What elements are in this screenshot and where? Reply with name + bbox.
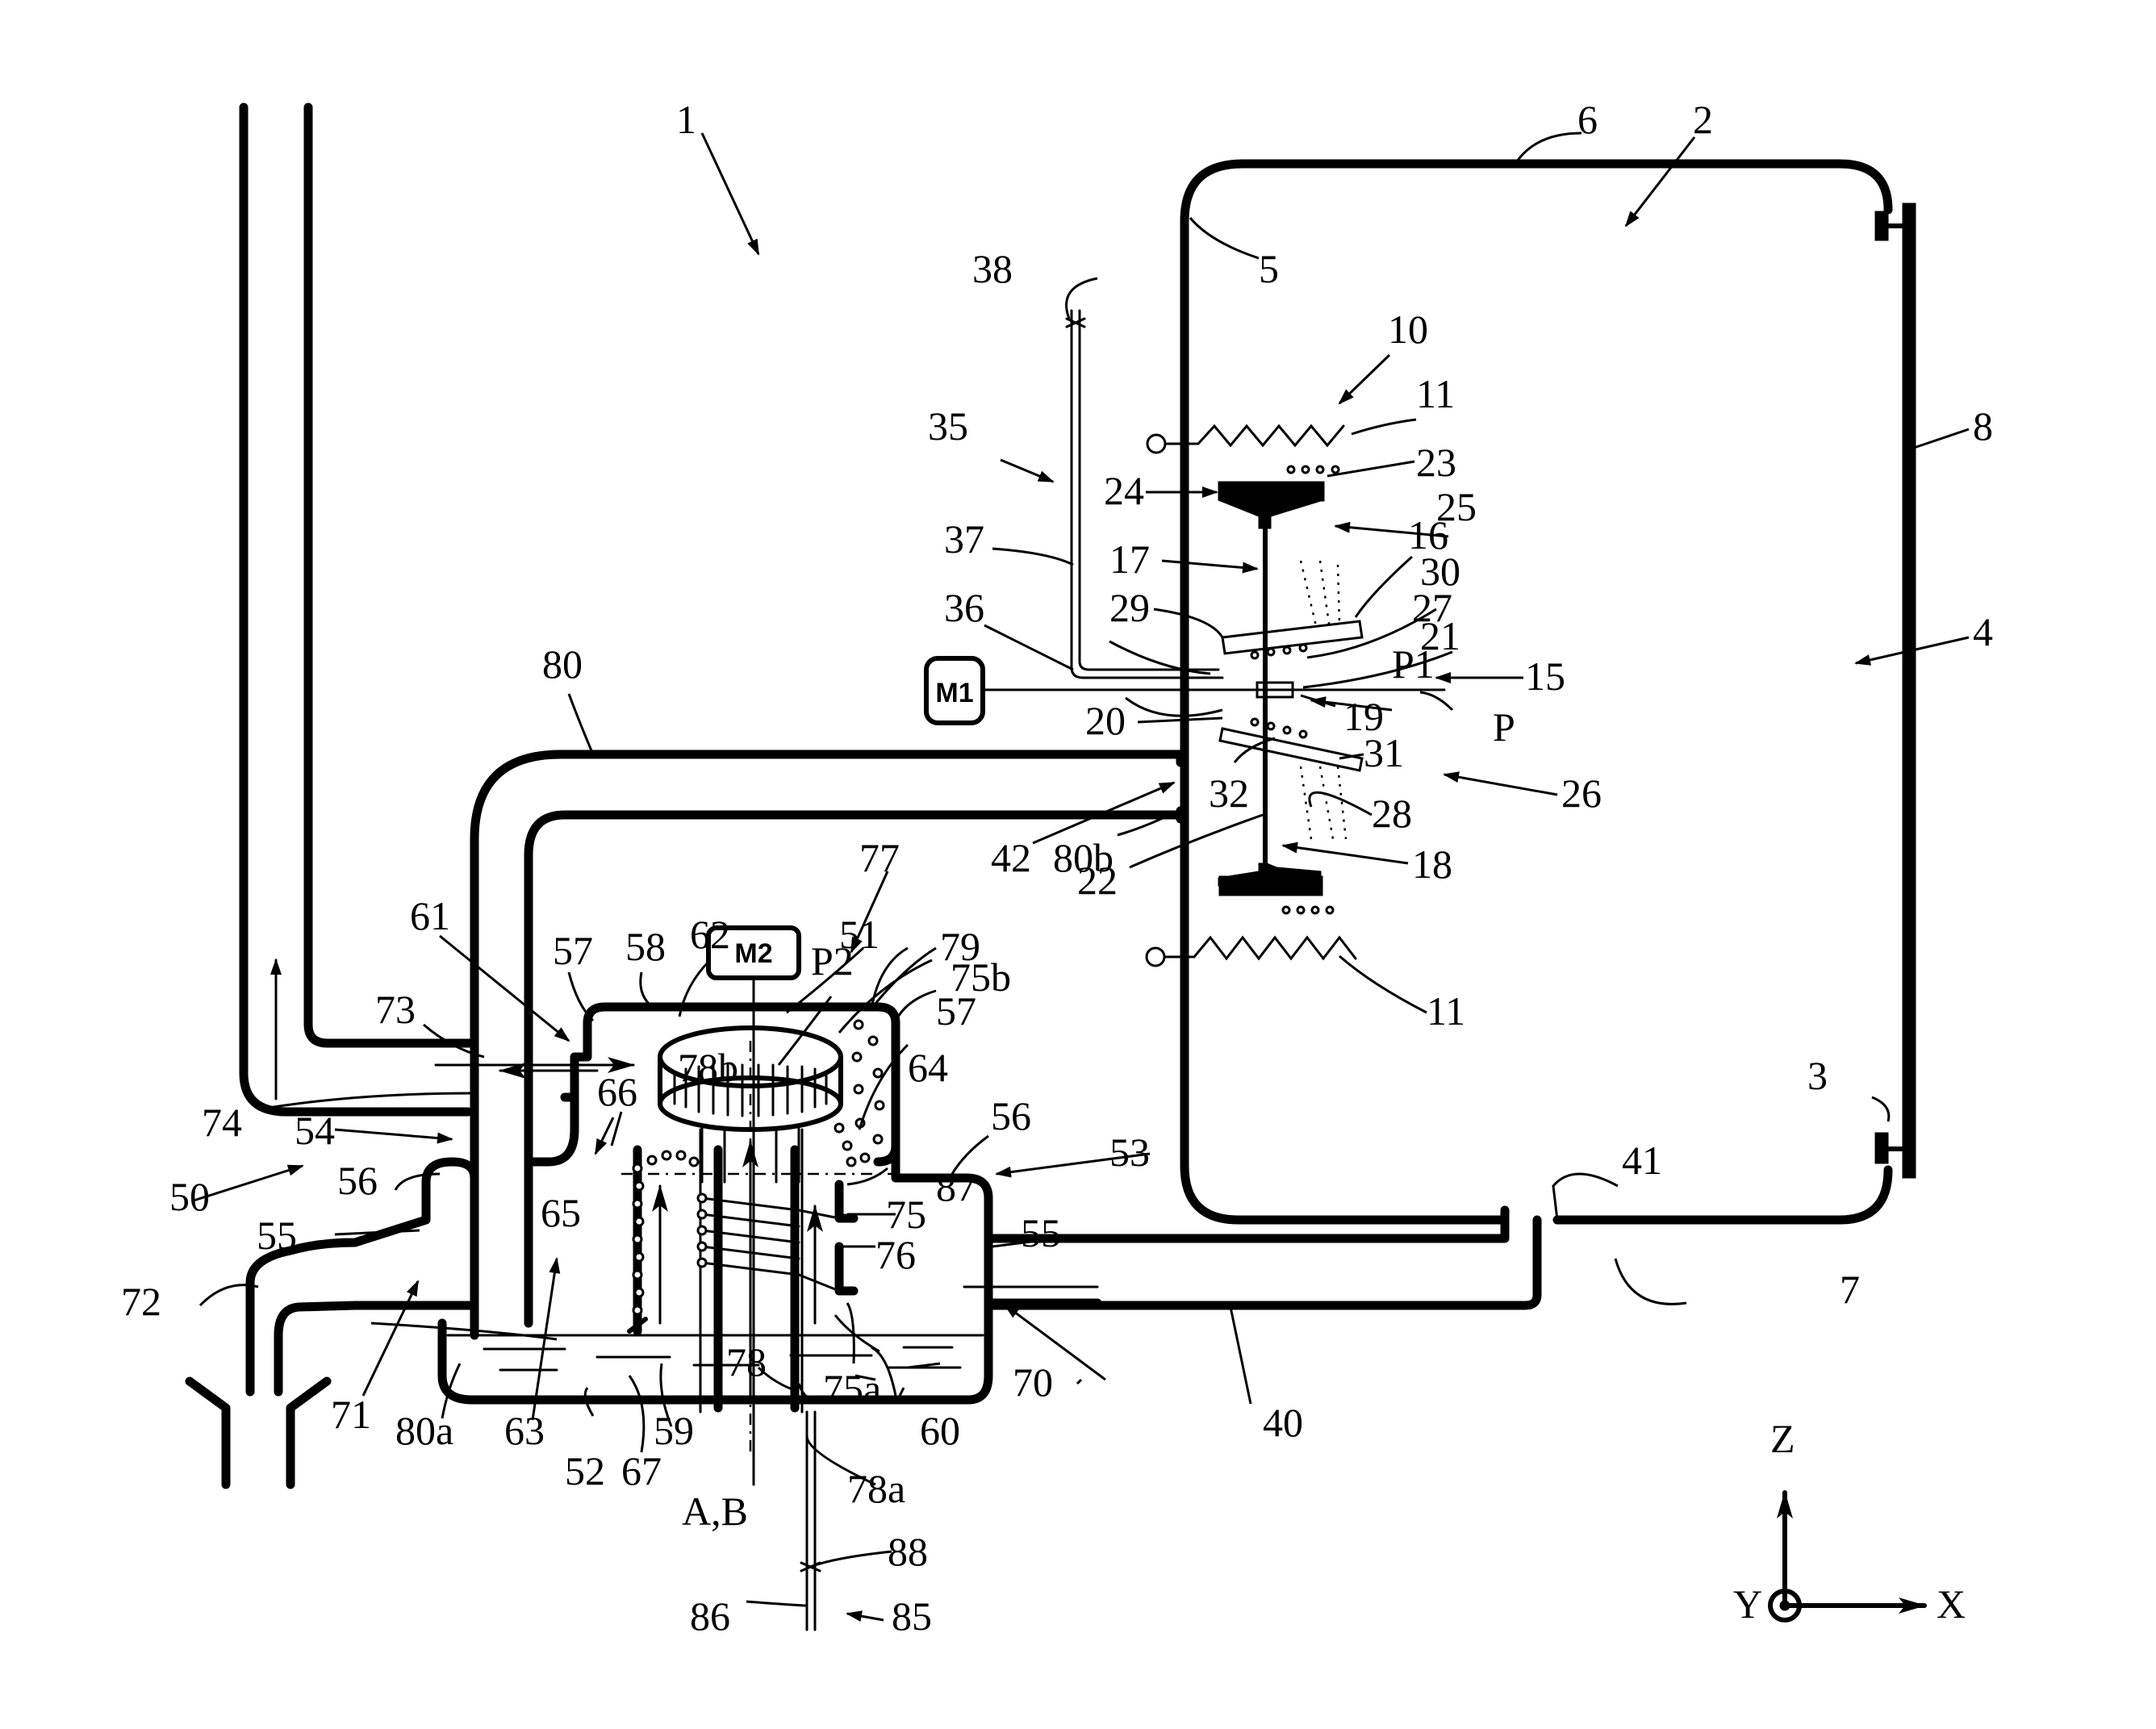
label-41: 41 bbox=[1622, 1138, 1662, 1183]
label-73: 73 bbox=[375, 987, 416, 1032]
label-7: 7 bbox=[1840, 1267, 1860, 1312]
label-78a: 78a bbox=[847, 1466, 905, 1511]
label-86: 86 bbox=[690, 1593, 730, 1639]
label-8: 8 bbox=[1973, 403, 1993, 449]
label-31: 31 bbox=[1364, 730, 1404, 775]
label-58: 58 bbox=[625, 924, 666, 969]
label-75: 75 bbox=[886, 1192, 926, 1237]
label-75a: 75a bbox=[823, 1366, 881, 1411]
label-80a: 80a bbox=[395, 1408, 453, 1453]
label-85: 85 bbox=[892, 1593, 932, 1639]
label-37: 37 bbox=[944, 516, 984, 562]
label-2: 2 bbox=[1693, 97, 1713, 142]
label-AB: A,B bbox=[682, 1489, 748, 1534]
label-18: 18 bbox=[1412, 842, 1452, 887]
label-63: 63 bbox=[504, 1408, 545, 1453]
label-1: 1 bbox=[676, 97, 696, 142]
label-28: 28 bbox=[1372, 791, 1412, 836]
label-59: 59 bbox=[654, 1408, 694, 1453]
label-65: 65 bbox=[541, 1190, 581, 1235]
axis-x-label: X bbox=[1937, 1581, 1966, 1627]
label-42: 42 bbox=[991, 835, 1031, 880]
label-5: 5 bbox=[1259, 246, 1279, 291]
label-55-right: 55 bbox=[1021, 1210, 1061, 1255]
label-P2: P2 bbox=[811, 938, 854, 984]
label-53: 53 bbox=[1109, 1130, 1150, 1175]
label-30: 30 bbox=[1420, 549, 1460, 594]
label-4: 4 bbox=[1973, 609, 1993, 654]
label-17: 17 bbox=[1109, 537, 1150, 582]
label-24: 24 bbox=[1104, 468, 1144, 513]
label-79: 79 bbox=[940, 924, 980, 969]
label-32: 32 bbox=[1209, 771, 1249, 816]
label-80b: 80b bbox=[1053, 835, 1114, 880]
m2-label: M2 bbox=[734, 938, 772, 969]
label-11-upper: 11 bbox=[1416, 371, 1455, 416]
label-74: 74 bbox=[202, 1100, 242, 1145]
label-6: 6 bbox=[1577, 97, 1598, 142]
label-66: 66 bbox=[597, 1069, 637, 1114]
reference-labels: 1 2 3 4 5 6 7 8 10 11 11 15 16 17 18 19 … bbox=[121, 97, 1993, 1639]
label-3: 3 bbox=[1807, 1053, 1828, 1098]
label-78b: 78b bbox=[678, 1045, 738, 1090]
label-54: 54 bbox=[295, 1108, 335, 1153]
label-52: 52 bbox=[565, 1448, 605, 1493]
label-78: 78 bbox=[726, 1339, 767, 1384]
label-87: 87 bbox=[936, 1164, 976, 1209]
label-38: 38 bbox=[972, 246, 1013, 291]
label-P: P bbox=[1493, 704, 1515, 750]
label-35: 35 bbox=[928, 403, 968, 449]
m1-label: M1 bbox=[935, 678, 973, 708]
label-67: 67 bbox=[621, 1448, 662, 1493]
heater-upper bbox=[1147, 426, 1343, 453]
label-23: 23 bbox=[1416, 440, 1456, 485]
axis-y-label: Y bbox=[1733, 1581, 1762, 1627]
coordinate-triad: Z X Y bbox=[1733, 1416, 1966, 1627]
label-76: 76 bbox=[875, 1232, 916, 1277]
label-64: 64 bbox=[908, 1045, 948, 1090]
label-15: 15 bbox=[1525, 654, 1565, 699]
label-55-left: 55 bbox=[257, 1213, 297, 1258]
label-56-right: 56 bbox=[991, 1093, 1031, 1138]
drain-funnel bbox=[190, 1381, 327, 1485]
label-25: 25 bbox=[1436, 484, 1477, 529]
lower-arm bbox=[1218, 863, 1333, 913]
label-88: 88 bbox=[888, 1529, 928, 1574]
label-60: 60 bbox=[920, 1408, 960, 1453]
label-20: 20 bbox=[1085, 698, 1126, 743]
label-10: 10 bbox=[1388, 307, 1428, 352]
label-72: 72 bbox=[121, 1279, 161, 1324]
label-29: 29 bbox=[1109, 585, 1150, 630]
label-61: 61 bbox=[410, 893, 450, 938]
heater-lower bbox=[1147, 938, 1356, 966]
label-77: 77 bbox=[859, 835, 900, 880]
label-50: 50 bbox=[169, 1174, 210, 1219]
label-70: 70 bbox=[1013, 1359, 1053, 1405]
label-57-left: 57 bbox=[553, 928, 593, 973]
label-62: 62 bbox=[690, 912, 730, 957]
axis-z-label: Z bbox=[1770, 1416, 1795, 1461]
label-11-lower: 11 bbox=[1427, 988, 1465, 1034]
label-80: 80 bbox=[542, 641, 583, 687]
label-36: 36 bbox=[944, 585, 984, 630]
label-40: 40 bbox=[1263, 1400, 1303, 1445]
label-26: 26 bbox=[1561, 771, 1602, 816]
upper-arm bbox=[1218, 466, 1339, 528]
label-56-left: 56 bbox=[337, 1158, 378, 1203]
label-P1: P1 bbox=[1392, 641, 1435, 687]
label-71: 71 bbox=[331, 1392, 371, 1437]
